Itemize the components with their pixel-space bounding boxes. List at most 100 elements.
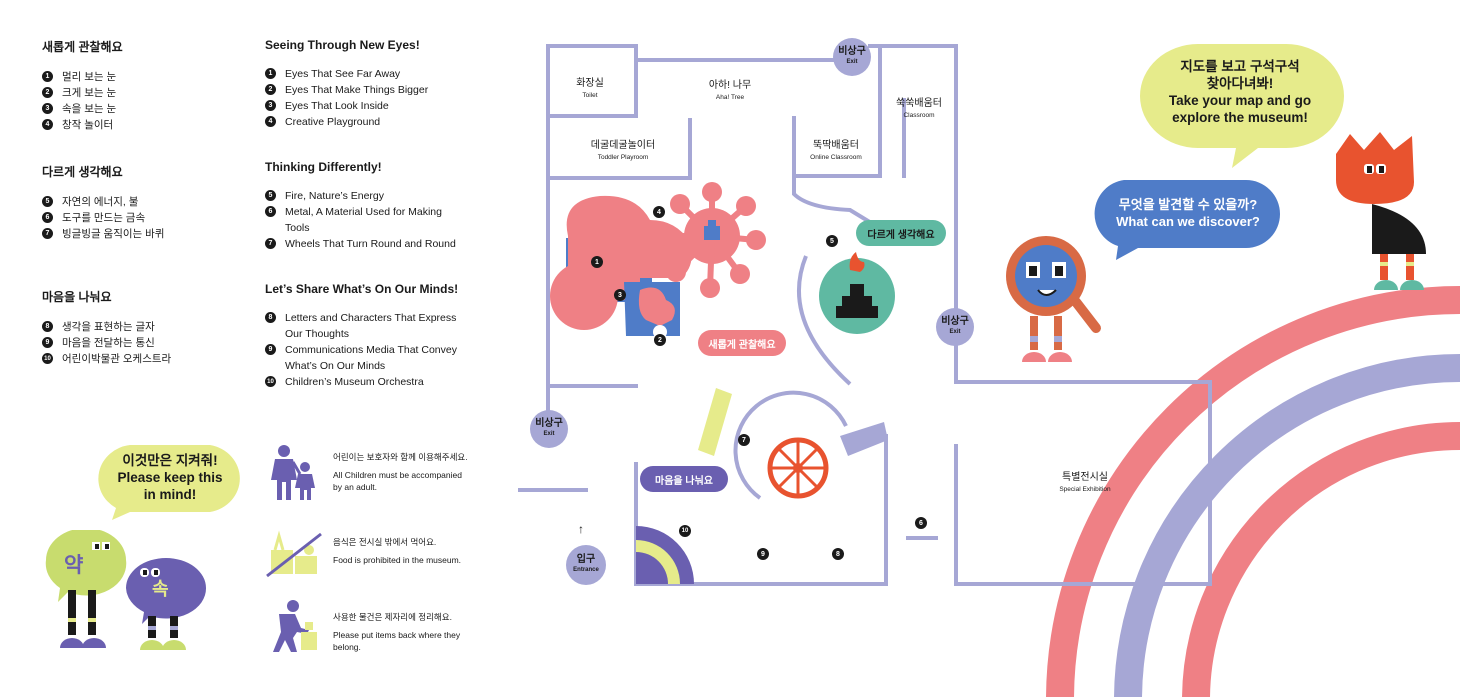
item-label: 크게 보는 눈 xyxy=(62,87,117,99)
keep-title-en-1: Please keep this xyxy=(117,470,223,485)
keep-bubble-shape xyxy=(98,445,240,520)
item-label: Children’s Museum Orchestra xyxy=(285,376,424,388)
item-label: 속을 보는 눈 xyxy=(62,103,117,115)
exit-label-en: Exit xyxy=(949,329,961,335)
room-label: 화장실 xyxy=(576,78,604,89)
rule-en: Please put items back where they belong. xyxy=(333,630,461,652)
magnifier-character xyxy=(1006,236,1101,362)
discover-bubble-shape xyxy=(1094,180,1280,260)
map-bubble: 지도를 보고 구석구석 찾아다녀봐! Take your map and go … xyxy=(1148,58,1332,126)
item-label: Eyes That Make Things Bigger xyxy=(285,84,429,96)
number-badge: 1 xyxy=(42,71,53,82)
room-label-en: Special Exhibition xyxy=(1059,486,1111,493)
rule-food: 음식은 전시실 밖에서 먹어요. Food is prohibited in t… xyxy=(333,536,473,566)
keep-title-ko: 이것만은 지켜줘! xyxy=(122,453,218,468)
item-label: 멀리 보는 눈 xyxy=(62,71,117,83)
room-toilet: 화장실 Toilet xyxy=(560,78,620,102)
tulip-character xyxy=(1336,132,1426,290)
rule-accompany: 어린이는 보호자와 함께 이용해주세요. All Children must b… xyxy=(333,451,473,493)
number-badge: 7 xyxy=(265,238,276,249)
no-food-icon xyxy=(266,530,322,578)
rule-en: Food is prohibited in the museum. xyxy=(333,555,462,565)
number-badge: 9 xyxy=(265,344,276,355)
number-badge: 6 xyxy=(265,206,276,217)
zone-share-pill: 마음을 나눠요 xyxy=(640,466,728,492)
map-bubble-en-2: explore the museum! xyxy=(1172,110,1308,125)
wheel-icon xyxy=(767,437,829,499)
list-item: 9 마음을 전달하는 통신 xyxy=(42,335,242,351)
item-label: 마음을 전달하는 통신 xyxy=(62,337,155,349)
promise-characters xyxy=(45,530,207,650)
list-item: 7 빙글빙글 움직이는 바퀴 xyxy=(42,226,242,242)
number-badge: 2 xyxy=(42,87,53,98)
room-toddler: 데굴데굴놀이터 Toddler Playroom xyxy=(578,140,668,164)
room-online: 뚝딱배움터 Online Classroom xyxy=(796,140,876,164)
item-label: Eyes That See Far Away xyxy=(285,68,401,80)
item-label: Metal, A Material Used for Making Tools xyxy=(285,206,442,234)
rule-ko: 어린이는 보호자와 함께 이용해주세요. xyxy=(333,452,468,462)
list-item: 1 멀리 보는 눈 xyxy=(42,69,242,85)
exhibit-number: 8 xyxy=(832,548,844,560)
number-badge: 3 xyxy=(42,103,53,114)
list-item: 10 Children’s Museum Orchestra xyxy=(265,374,480,390)
number-badge: 4 xyxy=(265,116,276,127)
item-label: 어린이박물관 오케스트라 xyxy=(62,353,172,365)
item-label: Wheels That Turn Round and Round xyxy=(285,238,456,250)
exit-label: 비상구 xyxy=(535,418,563,429)
exit-marker-right: 비상구 Exit xyxy=(936,308,974,346)
exhibit-number: 2 xyxy=(654,334,666,346)
section-title: Thinking Differently! xyxy=(265,160,382,174)
entrance-label-en: Entrance xyxy=(573,567,599,573)
item-label: 자연의 에너지, 불 xyxy=(62,196,139,208)
number-badge: 10 xyxy=(42,353,53,364)
section-title: Let’s Share What’s On Our Minds! xyxy=(265,282,459,296)
room-label: 쑥쑥배움터 xyxy=(896,98,942,109)
map-bubble-ko-1: 지도를 보고 구석구석 xyxy=(1180,59,1300,74)
item-label: 창작 놀이터 xyxy=(62,119,114,131)
number-badge: 10 xyxy=(265,376,276,387)
list-item: 7 Wheels That Turn Round and Round xyxy=(265,236,480,252)
section-title: 마음을 나눠요 xyxy=(42,290,112,304)
entrance-marker: 입구 Entrance xyxy=(566,545,606,585)
exit-label-en: Exit xyxy=(543,431,555,437)
rule-ko: 음식은 전시실 밖에서 먹어요. xyxy=(333,537,437,547)
discover-ko: 무엇을 발견할 수 있을까? xyxy=(1118,197,1258,212)
list-item: 6 Metal, A Material Used for Making Tools xyxy=(265,204,480,236)
number-badge: 1 xyxy=(265,68,276,79)
room-label: 데굴데굴놀이터 xyxy=(590,140,656,151)
map-bubble-shape xyxy=(1140,44,1344,168)
exit-label: 비상구 xyxy=(838,46,866,57)
zone-think-pill: 다르게 생각해요 xyxy=(856,220,946,246)
char-yak-text: 약 xyxy=(64,554,84,577)
item-label: 빙글빙글 움직이는 바퀴 xyxy=(62,228,165,240)
room-label-en: Toilet xyxy=(582,92,598,99)
exit-label: 비상구 xyxy=(941,316,969,327)
exhibit-number: 1 xyxy=(591,256,603,268)
number-badge: 7 xyxy=(42,228,53,239)
exit-label-en: Exit xyxy=(846,59,858,65)
exhibit-number: 3 xyxy=(614,289,626,301)
number-badge: 8 xyxy=(42,321,53,332)
room-label: 특별전시실 xyxy=(1062,472,1108,483)
arrow-up-icon: ↑ xyxy=(578,522,584,536)
number-badge: 9 xyxy=(42,337,53,348)
room-label-en: Toddler Playroom xyxy=(597,154,649,161)
number-badge: 5 xyxy=(265,190,276,201)
exhibit-number: 7 xyxy=(738,434,750,446)
keep-bubble: 이것만은 지켜줘! Please keep this in mind! xyxy=(100,452,240,503)
room-aha-tree: 아하! 나무 Aha! Tree xyxy=(690,80,770,104)
room-classroom: 쑥쑥배움터 Classroom xyxy=(884,98,954,122)
